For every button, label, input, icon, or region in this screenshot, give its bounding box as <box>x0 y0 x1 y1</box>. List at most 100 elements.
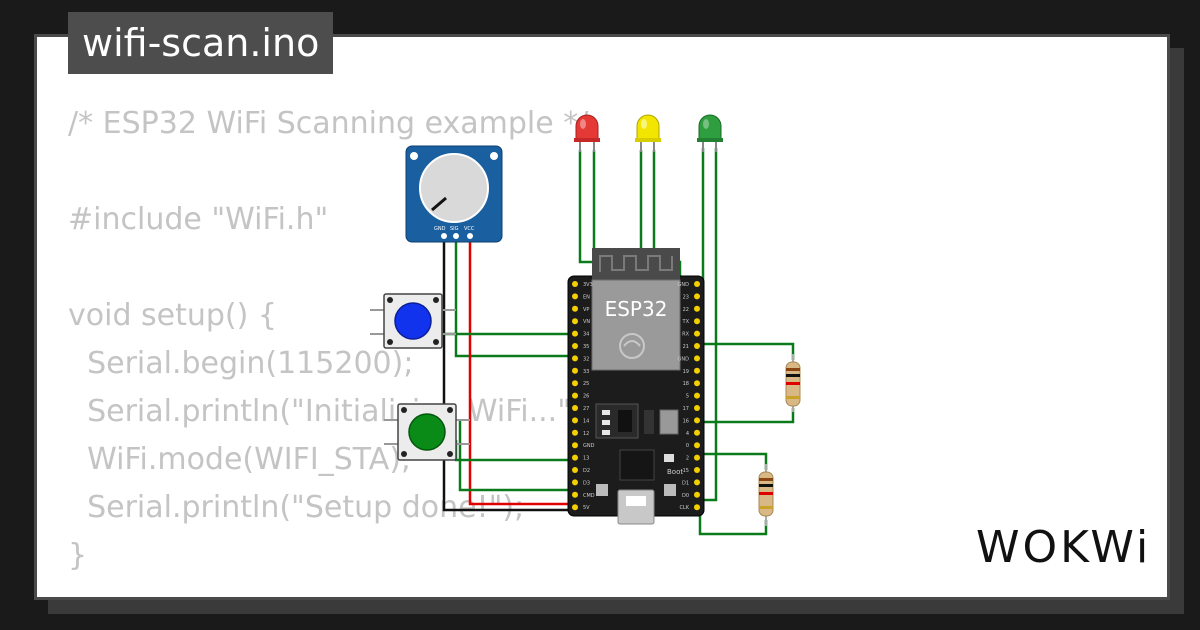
pin-right-16[interactable] <box>694 479 700 486</box>
pin-label-right-16: D1 <box>682 480 689 486</box>
pin-label-right-2: 22 <box>683 307 689 313</box>
wire-btn-green-b <box>454 440 578 462</box>
pin-label-right-1: 23 <box>683 294 689 300</box>
pin-label-left-13: GND <box>583 443 595 449</box>
pin-label-right-9: 5 <box>686 394 689 400</box>
code-line: WiFi.mode(WIFI_STA); <box>68 442 412 477</box>
pin-label-right-14: 2 <box>686 456 689 462</box>
pin-right-15[interactable] <box>694 467 700 473</box>
pin-left-6[interactable] <box>572 355 578 362</box>
pin-headers: 3V3ENVPVN343532332526271412GND13D2D3CMD5… <box>572 281 700 511</box>
code-line: #include "WiFi.h" <box>68 202 329 237</box>
pin-label-left-9: 26 <box>583 394 589 400</box>
pin-label-right-3: TX <box>682 319 690 325</box>
pin-label-left-10: 27 <box>583 406 589 412</box>
led-yellow[interactable] <box>635 114 661 152</box>
pin-right-2[interactable] <box>694 305 700 312</box>
pin-label-left-18: 5V <box>583 505 590 511</box>
pin-left-3[interactable] <box>572 318 578 325</box>
pin-right-10[interactable] <box>694 405 700 411</box>
pin-right-4[interactable] <box>694 330 700 337</box>
pin-label-right-5: 21 <box>683 344 689 350</box>
pin-right-14[interactable] <box>694 454 700 461</box>
pin-right-6[interactable] <box>694 355 700 362</box>
pin-label-right-18: CLK <box>679 505 689 511</box>
pin-left-0[interactable] <box>572 281 578 287</box>
pin-label-right-4: RX <box>682 332 689 338</box>
usb-port <box>617 489 655 525</box>
pin-label-left-12: 12 <box>583 431 589 437</box>
boot-label: Boot <box>667 468 683 476</box>
resistor-bottom[interactable] <box>758 464 774 526</box>
pin-left-14[interactable] <box>572 454 578 461</box>
pin-left-10[interactable] <box>572 405 578 411</box>
pin-right-7[interactable] <box>694 367 700 374</box>
potentiometer[interactable]: GND SIG VCC <box>405 145 503 243</box>
pin-right-11[interactable] <box>694 417 700 424</box>
pin-right-3[interactable] <box>694 318 700 325</box>
pin-right-5[interactable] <box>694 343 700 349</box>
resistor-top[interactable] <box>785 354 801 412</box>
pin-right-0[interactable] <box>694 281 700 287</box>
boot-button[interactable] <box>664 484 676 496</box>
pin-label-right-12: 4 <box>686 431 689 437</box>
pin-left-4[interactable] <box>572 330 578 337</box>
pin-label-right-0: GND <box>678 282 690 288</box>
pin-label-left-2: VP <box>583 307 589 313</box>
pin-label-left-1: EN <box>583 294 590 300</box>
pin-label-left-3: VN <box>583 319 590 325</box>
pin-label-right-8: 18 <box>683 381 689 387</box>
pin-left-15[interactable] <box>572 467 578 473</box>
pin-left-7[interactable] <box>572 367 578 374</box>
board-label: ESP32 <box>605 297 668 321</box>
pin-label-left-6: 32 <box>583 356 589 362</box>
wire-pot-vcc <box>468 238 580 506</box>
pin-label-left-14: 13 <box>583 456 589 462</box>
pin-right-12[interactable] <box>694 429 700 436</box>
pin-left-5[interactable] <box>572 343 578 349</box>
wokwi-logo: WOKWi <box>976 522 1152 573</box>
pin-left-2[interactable] <box>572 305 578 312</box>
wire-pot-gnd <box>442 238 580 512</box>
pin-right-13[interactable] <box>694 442 700 449</box>
esp32-board[interactable]: ESP32 Boot 3V3ENVPVN343532332526271412GN… <box>567 248 705 525</box>
code-line: } <box>68 538 88 573</box>
pin-left-17[interactable] <box>572 491 578 498</box>
pin-left-11[interactable] <box>572 417 578 424</box>
pin-right-1[interactable] <box>694 293 700 300</box>
pin-left-8[interactable] <box>572 380 578 387</box>
pushbutton-green[interactable] <box>384 403 470 461</box>
pin-label-left-17: CMD <box>583 493 595 499</box>
reset-button[interactable] <box>596 484 608 496</box>
led-green[interactable] <box>697 114 723 152</box>
pin-right-9[interactable] <box>694 392 700 399</box>
pin-left-9[interactable] <box>572 392 578 399</box>
pin-right-18[interactable] <box>694 504 700 511</box>
pin-label-left-0: 3V3 <box>583 282 593 288</box>
wire-res-top-a <box>692 342 795 360</box>
pin-label-right-17: D0 <box>682 493 689 499</box>
pin-label-left-4: 34 <box>583 332 589 338</box>
wire-btn-green-a <box>458 420 578 492</box>
pin-label-right-10: 17 <box>683 406 689 412</box>
pin-left-16[interactable] <box>572 479 578 486</box>
pin-right-8[interactable] <box>694 380 700 387</box>
pin-left-12[interactable] <box>572 429 578 436</box>
pushbutton-blue[interactable] <box>370 293 456 349</box>
file-tab[interactable]: wifi-scan.ino <box>68 12 334 74</box>
pin-label-right-11: 16 <box>683 418 689 424</box>
potentiometer-knob[interactable] <box>419 153 489 223</box>
wire-pot-sig <box>454 238 578 358</box>
wire-res-top-b <box>692 408 795 424</box>
code-line: Serial.begin(115200); <box>68 346 414 381</box>
wire-res-bottom-b <box>698 486 768 536</box>
pin-right-17[interactable] <box>694 491 700 498</box>
led-red[interactable] <box>574 114 600 152</box>
pin-left-1[interactable] <box>572 293 578 300</box>
pin-left-18[interactable] <box>572 504 578 511</box>
pin-left-13[interactable] <box>572 442 578 449</box>
pin-label-left-11: 14 <box>583 418 589 424</box>
code-editor[interactable]: /* ESP32 WiFi Scanning example */#includ… <box>68 100 593 580</box>
pin-label-right-13: 0 <box>686 443 689 449</box>
